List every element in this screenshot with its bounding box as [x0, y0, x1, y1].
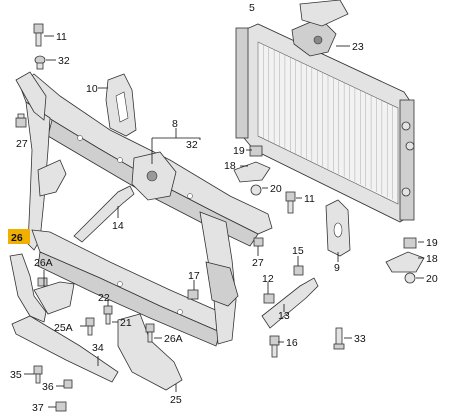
callout-labels: 5 11 32 23 10 8 32 27 19 18 20 11 26 14 …: [10, 2, 438, 414]
callout-26A: 26A: [34, 257, 53, 269]
callout-19-b: 19: [426, 237, 438, 249]
mount-18b: [385, 237, 425, 284]
callout-35: 35: [10, 369, 22, 381]
callout-25: 25: [170, 394, 182, 406]
callout-32: 32: [58, 55, 70, 67]
radiator: [235, 23, 415, 223]
highlight-box-26: [8, 229, 30, 244]
callout-10: 10: [86, 83, 98, 95]
callout-27-b: 27: [252, 257, 264, 269]
leader-lines: [24, 35, 424, 408]
callout-34: 34: [92, 342, 104, 354]
clip-32: [34, 55, 46, 70]
callout-9: 9: [334, 262, 340, 274]
callout-14: 14: [112, 220, 124, 232]
callout-25A: 25A: [54, 322, 73, 334]
plate-10: [105, 73, 137, 137]
plate-9: [325, 199, 351, 257]
mount-18a: [233, 145, 271, 196]
callout-18: 18: [224, 160, 236, 172]
bolt-11: [33, 23, 44, 47]
bolt-11b: [285, 191, 296, 214]
callout-23: 23: [352, 41, 364, 53]
callout-27: 27: [16, 138, 28, 150]
small-fasteners: [33, 237, 345, 412]
callout-11-b: 11: [304, 193, 315, 205]
bracket-26A: [33, 277, 75, 315]
callout-33: 33: [354, 333, 366, 345]
callout-5: 5: [249, 2, 255, 14]
air-guide-25: [117, 313, 183, 391]
callout-18-b: 18: [426, 253, 438, 265]
callout-26A-b: 26A: [164, 333, 183, 345]
air-guide-13: [261, 277, 319, 329]
callout-36: 36: [42, 381, 54, 393]
lock-carrier: [15, 71, 273, 347]
callout-37: 37: [32, 402, 44, 414]
bracket-26: [9, 253, 47, 323]
callout-8: 8: [172, 118, 178, 130]
callout-15: 15: [292, 245, 304, 257]
clip-27a: [15, 113, 27, 128]
callout-19: 19: [233, 145, 245, 157]
callout-16: 16: [286, 337, 298, 349]
air-guide-14: [73, 185, 135, 243]
callout-32-b: 32: [186, 139, 198, 151]
callout-11: 11: [56, 31, 67, 43]
callout-13: 13: [278, 310, 290, 322]
callout-20: 20: [270, 183, 282, 195]
callout-26: 26: [11, 232, 23, 244]
callout-22: 22: [98, 292, 110, 304]
callout-12: 12: [262, 273, 274, 285]
callout-17: 17: [188, 270, 200, 282]
air-guide-34: [11, 315, 119, 383]
callout-21: 21: [120, 317, 132, 329]
callout-20-b: 20: [426, 273, 438, 285]
top-bracket-23: [291, 0, 349, 57]
